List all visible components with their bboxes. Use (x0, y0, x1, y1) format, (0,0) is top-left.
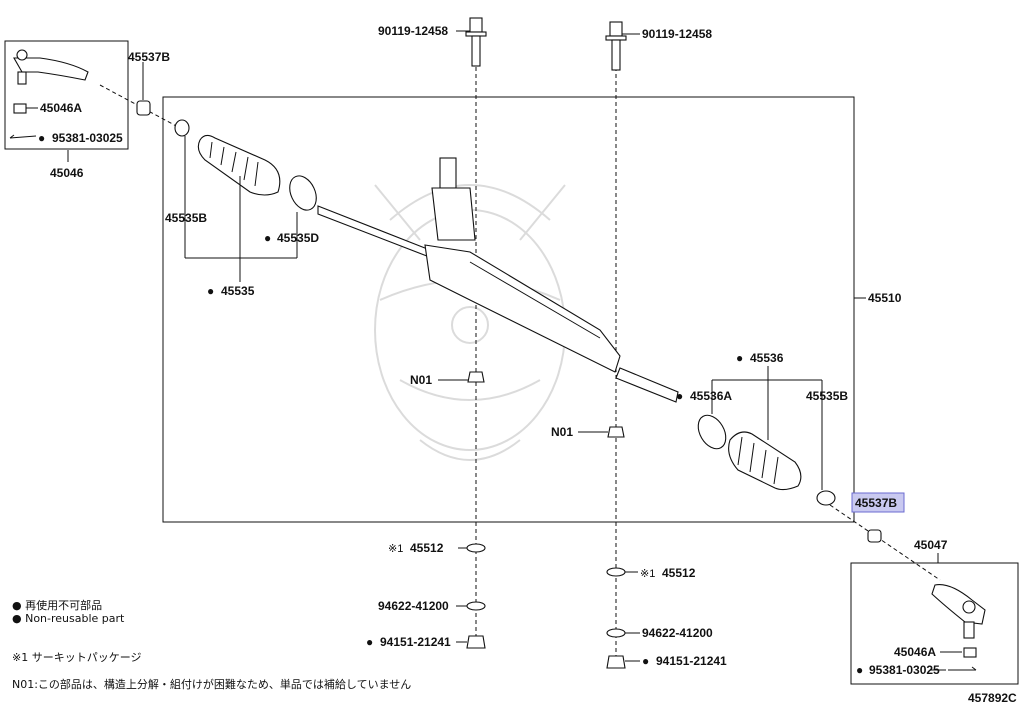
axis-line-right (829, 504, 941, 581)
label-lock-nut-right[interactable]: 45537B (855, 496, 897, 510)
nut-n01-left-icon (467, 371, 485, 383)
label-cotter-pin-right[interactable]: 95381-03025 (869, 663, 940, 677)
rack-assembly-box (162, 96, 855, 523)
clamp-right-icon (697, 414, 727, 450)
mark-bushing-left: ※1 (388, 543, 403, 555)
bullet-nut-left-bottom: ● (366, 635, 373, 649)
bolt-right-icon (605, 21, 627, 71)
label-kit-left[interactable]: 45046 (50, 166, 84, 180)
label-boot-left[interactable]: 45535 (221, 284, 255, 298)
bullet-clamp-right: ● (676, 389, 683, 403)
washer-left-icon (466, 601, 486, 611)
clip-right-icon (816, 490, 836, 506)
label-clip-right[interactable]: 45535B (806, 389, 848, 403)
boot-left-icon (197, 134, 281, 196)
legend-note-n01: N01:この部品は、構造上分解・組付けが困難なため、単品では補給していません (12, 678, 412, 691)
nut-left-icon (13, 103, 27, 114)
lock-nut-right-icon (867, 529, 882, 543)
cotter-pin-left-icon (9, 134, 37, 139)
legend-note-1: ※1 サーキットパッケージ (12, 651, 142, 664)
boot-right-icon (728, 431, 802, 491)
bullet-cotter-left: ● (38, 131, 45, 145)
nut-right-bottom-icon (606, 655, 626, 669)
label-rack-assembly[interactable]: 45510 (868, 291, 902, 305)
label-washer-left[interactable]: 94622-41200 (378, 599, 449, 613)
bullet-boot-right: ● (736, 351, 743, 365)
tie-rod-kit-left-box (4, 40, 129, 150)
tie-rod-end-left-icon (13, 49, 89, 85)
nut-left-bottom-icon (466, 635, 486, 649)
bushing-left-icon (466, 543, 486, 553)
bullet-clamp-left: ● (264, 231, 271, 245)
bullet-boot-left: ● (207, 284, 214, 298)
label-nut-left-bottom[interactable]: 94151-21241 (380, 635, 451, 649)
clip-left-icon (174, 119, 190, 137)
label-clip-left[interactable]: 45535B (165, 211, 207, 225)
tie-rod-kit-right-box (850, 562, 1019, 685)
clamp-left-icon (289, 175, 317, 211)
nut-n01-right-icon (607, 426, 625, 438)
label-nut-right[interactable]: 45046A (894, 645, 936, 659)
leader-lines (26, 30, 962, 671)
label-nut-right-bottom[interactable]: 94151-21241 (656, 654, 727, 668)
bushing-right-icon (606, 567, 626, 577)
steering-rack-icon (317, 157, 679, 403)
label-boot-right[interactable]: 45536 (750, 351, 784, 365)
label-clamp-right[interactable]: 45536A (690, 389, 732, 403)
mark-bushing-right: ※1 (640, 568, 655, 580)
tie-rod-end-right-icon (931, 584, 986, 639)
bolt-left-icon (465, 17, 487, 67)
label-n01-left[interactable]: N01 (410, 373, 432, 387)
highlight-lock-nut-right (851, 492, 905, 513)
label-clamp-left[interactable]: 45535D (277, 231, 319, 245)
label-bolt-right[interactable]: 90119-12458 (642, 27, 712, 41)
label-n01-right[interactable]: N01 (551, 425, 573, 439)
label-diagram-id: 457892C (968, 691, 1017, 705)
label-lock-nut-left[interactable]: 45537B (128, 50, 170, 64)
legend-non-reusable-en: ● Non-reusable part (12, 612, 125, 625)
bullet-nut-right-bottom: ● (642, 654, 649, 668)
bullet-cotter-right: ● (856, 663, 863, 677)
label-bushing-left[interactable]: 45512 (410, 541, 444, 555)
label-bolt-left[interactable]: 90119-12458 (378, 24, 448, 38)
legend-non-reusable-jp: ● 再使用不可部品 (12, 599, 103, 612)
label-kit-right[interactable]: 45047 (914, 538, 948, 552)
washer-right-icon (606, 628, 626, 638)
lock-nut-left-icon (136, 100, 151, 116)
label-washer-right[interactable]: 94622-41200 (642, 626, 713, 640)
cotter-pin-right-icon (948, 666, 977, 671)
nut-right-icon (963, 647, 977, 658)
label-nut-left[interactable]: 45046A (40, 101, 82, 115)
label-bushing-right[interactable]: 45512 (662, 566, 696, 580)
label-cotter-pin-left[interactable]: 95381-03025 (52, 131, 123, 145)
